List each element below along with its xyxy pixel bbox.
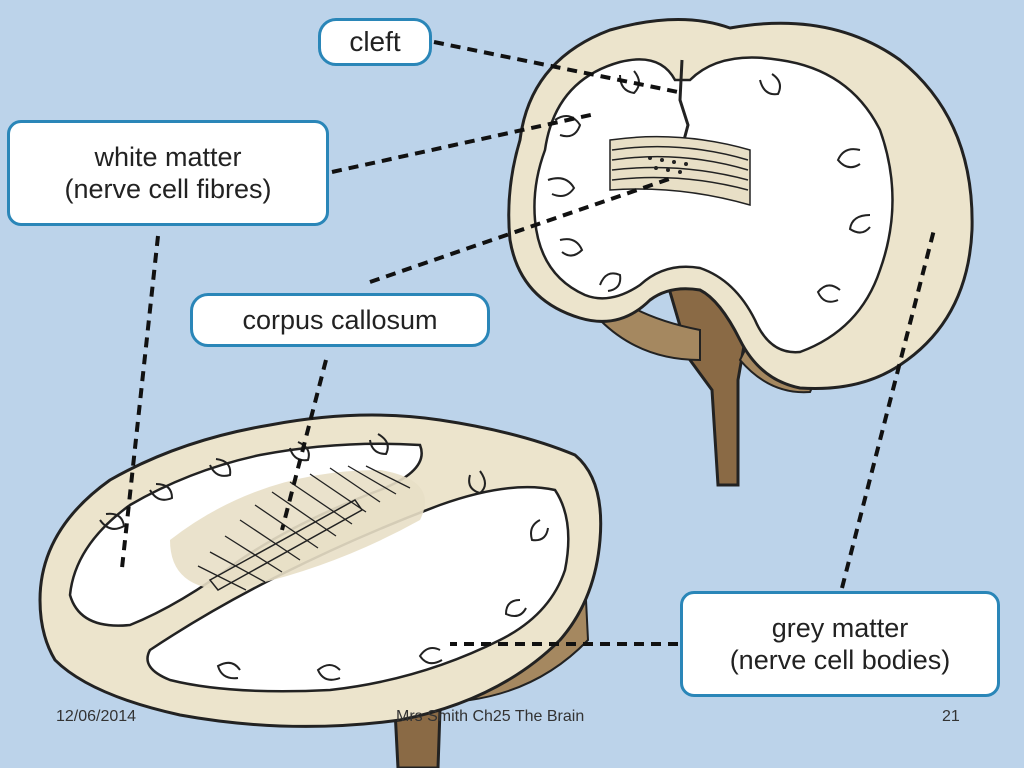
label-cleft: cleft [318, 18, 432, 66]
footer-page-number: 21 [942, 708, 960, 725]
folds-upper [547, 70, 871, 303]
leader-cleft [433, 40, 679, 94]
folds-lower [99, 433, 549, 681]
label-grey-matter-line1: grey matter [771, 612, 909, 643]
white-matter-upper [533, 56, 894, 354]
label-white-matter-line2: (nerve cell fibres) [64, 174, 272, 204]
cleft-fissure [678, 59, 690, 141]
label-white-matter-line1: white matter [94, 141, 242, 172]
leader-white-matter-lower [120, 235, 160, 569]
label-corpus-callosum-text: corpus callosum [242, 304, 438, 335]
horizontal-section [38, 413, 603, 768]
coronal-section [507, 18, 974, 487]
corpus-callosum-lower [170, 465, 425, 591]
label-white-matter: white matter (nerve cell fibres) [7, 120, 329, 226]
leader-corpus-upper [369, 176, 673, 284]
leader-grey-matter-upper [840, 225, 937, 589]
label-grey-matter-line2: (nerve cell bodies) [729, 645, 951, 675]
label-grey-matter: grey matter (nerve cell bodies) [680, 591, 1000, 697]
leader-lines [120, 40, 937, 646]
leader-white-matter-upper [331, 112, 596, 174]
leader-corpus-lower [280, 359, 328, 531]
footer-date: 12/06/2014 [56, 708, 137, 725]
footer-title: Mrs Smith Ch25 The Brain [396, 708, 585, 725]
label-cleft-text: cleft [349, 26, 401, 58]
label-corpus-callosum: corpus callosum [190, 293, 490, 347]
